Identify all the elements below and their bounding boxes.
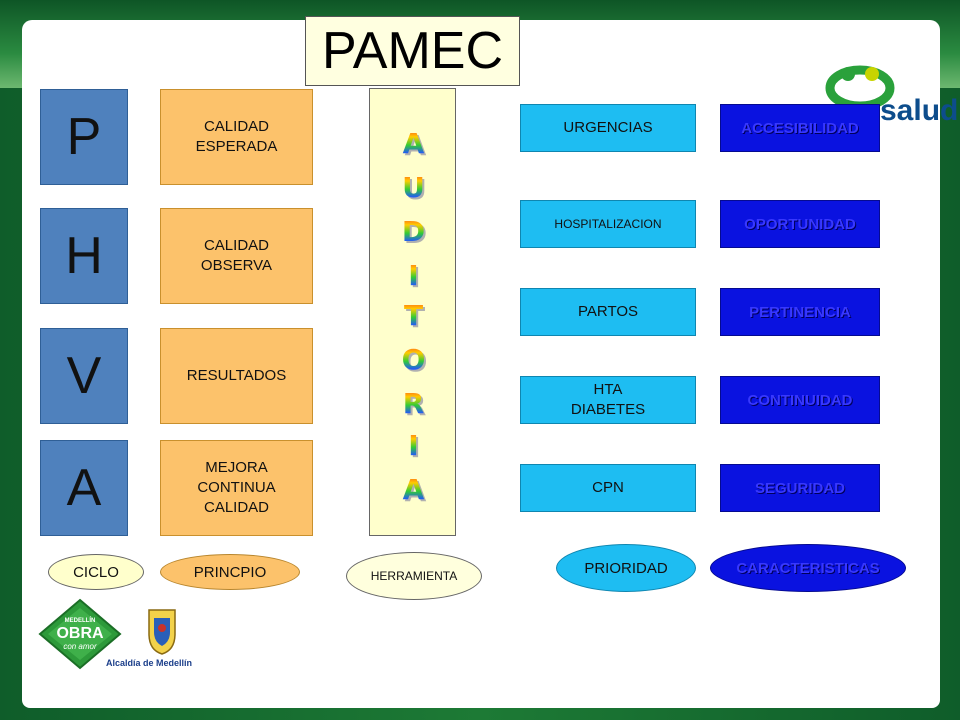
logo-top-text: MEDELLÍN: [64, 618, 96, 624]
brand-text: salud: [880, 94, 959, 127]
principle-mejora-continua: MEJORA CONTINUA CALIDAD: [160, 440, 313, 536]
coat-of-arms-icon: [148, 609, 176, 655]
legend-principio: PRINCPIO: [160, 554, 300, 590]
cycle-letter-a: A: [40, 440, 128, 536]
service-urgencias: URGENCIAS: [520, 104, 696, 152]
service-cpn: CPN: [520, 464, 696, 512]
cycle-letter-p: P: [40, 89, 128, 185]
audit-letter: I: [370, 429, 457, 462]
audit-letter: I: [370, 259, 457, 292]
cycle-letter-h: H: [40, 208, 128, 304]
audit-letter-shadow: I: [372, 261, 459, 294]
quality-accesibilidad: ACCESIBILIDAD: [720, 104, 880, 152]
logo-caption: Alcaldía de Medellín: [106, 658, 193, 668]
footer-logo: MEDELLÍN OBRA con amor Alcaldía de Medel…: [38, 598, 208, 670]
audit-letter: R: [370, 387, 457, 420]
audit-letter-shadow: A: [372, 129, 459, 162]
audit-letter: U: [370, 171, 457, 204]
audit-letter: D: [370, 215, 457, 248]
audit-letter-shadow: U: [372, 173, 459, 206]
principle-resultados: RESULTADOS: [160, 328, 313, 424]
medellin-obra-logo-icon: [38, 598, 122, 670]
cycle-letter-v: V: [40, 328, 128, 424]
quality-oportunidad: OPORTUNIDAD: [720, 200, 880, 248]
audit-letter-shadow: T: [372, 301, 459, 334]
auditoria-box: A A U U D D I I T T O O R R I I A A: [369, 88, 456, 536]
principle-calidad-observa: CALIDAD OBSERVA: [160, 208, 313, 304]
quality-continuidad: CONTINUIDAD: [720, 376, 880, 424]
principle-calidad-esperada: CALIDAD ESPERADA: [160, 89, 313, 185]
service-hta-diabetes: HTA DIABETES: [520, 376, 696, 424]
audit-letter: A: [370, 473, 457, 506]
quality-seguridad: SEGURIDAD: [720, 464, 880, 512]
audit-letter-shadow: I: [372, 431, 459, 464]
audit-letter: O: [370, 343, 457, 376]
audit-letter-shadow: R: [372, 389, 459, 422]
audit-letter-shadow: D: [372, 217, 459, 250]
quality-pertinencia: PERTINENCIA: [720, 288, 880, 336]
service-hospitalizacion: HOSPITALIZACION: [520, 200, 696, 248]
service-partos: PARTOS: [520, 288, 696, 336]
page-title: PAMEC: [305, 16, 520, 86]
legend-prioridad: PRIORIDAD: [556, 544, 696, 592]
audit-letter-shadow: A: [372, 475, 459, 508]
audit-letter: A: [370, 127, 457, 160]
audit-letter-shadow: O: [372, 345, 459, 378]
legend-caracteristicas: CARACTERISTICAS: [710, 544, 906, 592]
logo-sub-text: con amor: [63, 642, 97, 651]
legend-ciclo: CICLO: [48, 554, 144, 590]
logo-main-text: OBRA: [56, 625, 104, 642]
audit-letter: T: [370, 299, 457, 332]
legend-herramienta: HERRAMIENTA: [346, 552, 482, 600]
